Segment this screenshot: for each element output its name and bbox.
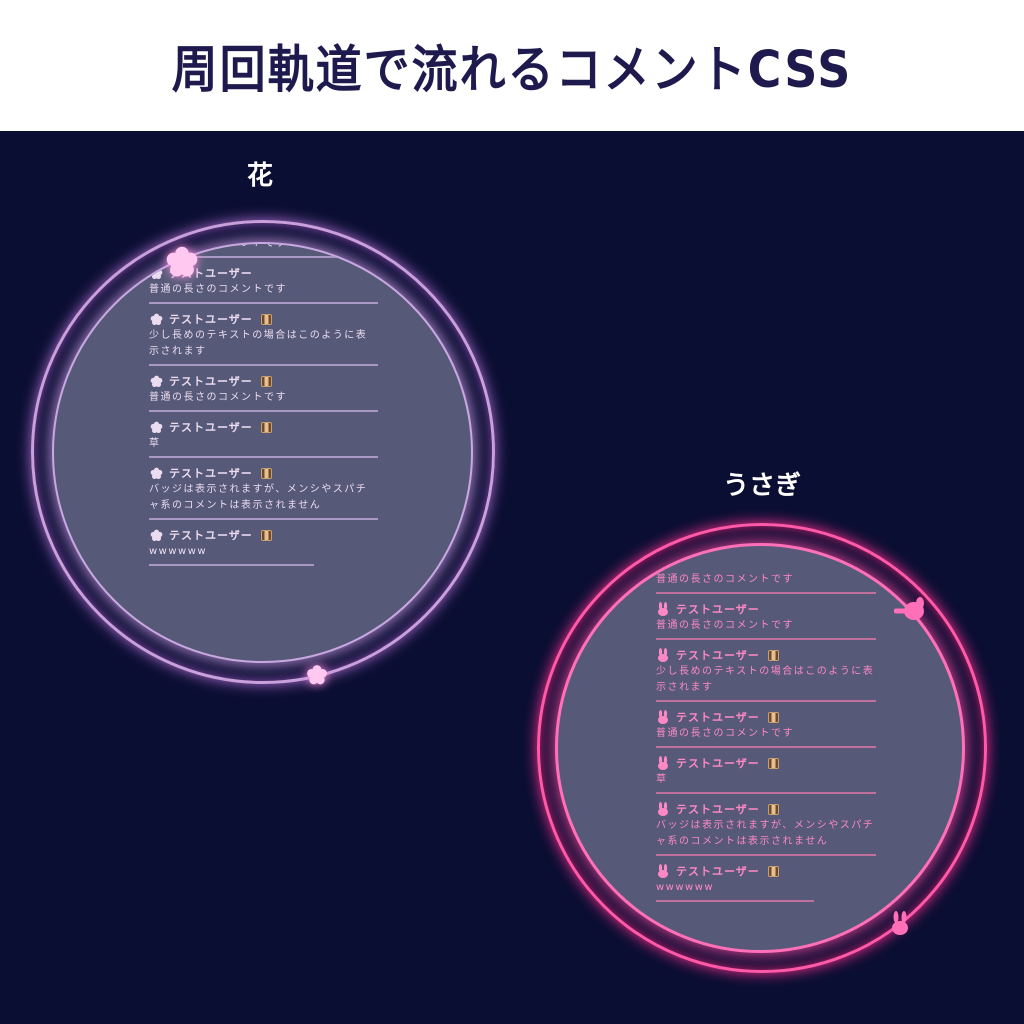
comment-text: wwwwww (656, 882, 715, 893)
comment-item: 普通の長さのコメントです (656, 566, 876, 594)
comment-username: テストユーザー (676, 865, 760, 878)
comment-header: テストユーザー (149, 418, 378, 436)
comment-text: 草 (149, 438, 161, 449)
comment-disc-flower: 普通の長さのコメントですテストユーザー普通の長さのコメントですテストユーザー少し… (52, 242, 473, 663)
comment-username: テストユーザー (676, 803, 760, 816)
comment-header: テストユーザー (149, 526, 314, 544)
member-badge-icon (767, 649, 779, 661)
member-badge-icon (260, 467, 272, 479)
rabbit-icon (656, 864, 670, 878)
comment-item: テストユーザー少し長めのテキストの場合はこのように表示されます (149, 304, 378, 366)
member-badge-icon (260, 421, 272, 433)
header: 周回軌道で流れるコメントCSS (0, 0, 1024, 131)
flower-icon (149, 266, 163, 280)
rabbit-icon (656, 602, 670, 616)
comment-text: 少し長めのテキストの場合はこのように表示されます (656, 666, 875, 693)
comment-header: テストユーザー (656, 800, 876, 818)
comment-username: テストユーザー (676, 757, 760, 770)
panel-label-rabbit: うさぎ (722, 471, 801, 501)
member-badge-icon (767, 757, 779, 769)
panel-label-flower: 花 (246, 161, 273, 191)
flower-icon (149, 466, 163, 480)
rabbit-icon (656, 710, 670, 724)
comment-text: 普通の長さのコメントです (149, 284, 287, 295)
comment-text: 普通の長さのコメントです (656, 620, 794, 631)
comment-text: wwwwww (149, 546, 208, 557)
rabbit-icon (894, 597, 928, 625)
comment-username: テストユーザー (169, 529, 253, 542)
comment-text: 普通の長さのコメントです (656, 574, 794, 585)
flower-icon (149, 420, 163, 434)
flower-icon (304, 662, 330, 688)
member-badge-icon (767, 803, 779, 815)
comment-text: 普通の長さのコメントです (656, 728, 794, 739)
comment-text: 普通の長さのコメントです (149, 392, 287, 403)
comment-username: テストユーザー (676, 603, 760, 616)
comment-header: テストユーザー (149, 464, 378, 482)
comment-username: テストユーザー (676, 711, 760, 724)
orbit-ring-rabbit (537, 523, 987, 973)
flower-icon (149, 312, 163, 326)
comment-username: テストユーザー (169, 421, 253, 434)
comment-item: テストユーザー草 (149, 412, 378, 458)
comment-item: 普通の長さのコメントです (149, 242, 378, 258)
flower-icon (149, 528, 163, 542)
comment-username: テストユーザー (169, 313, 253, 326)
flower-icon (149, 374, 163, 388)
comment-username: テストユーザー (169, 375, 253, 388)
rabbit-icon (656, 802, 670, 816)
comment-header: テストユーザー (656, 862, 814, 880)
page-title: 周回軌道で流れるコメントCSS (171, 39, 853, 99)
member-badge-icon (767, 865, 779, 877)
member-badge-icon (260, 375, 272, 387)
comment-username: テストユーザー (676, 649, 760, 662)
member-badge-icon (767, 711, 779, 723)
comment-item: テストユーザー普通の長さのコメントです (149, 366, 378, 412)
comment-item: テストユーザーバッジは表示されますが、メンシやスパチャ系のコメントは表示されませ… (656, 794, 876, 856)
comment-list-rabbit: 普通の長さのコメントですテストユーザー普通の長さのコメントですテストユーザー少し… (656, 566, 876, 902)
member-badge-icon (260, 313, 272, 325)
comment-item: テストユーザーバッジは表示されますが、メンシやスパチャ系のコメントは表示されませ… (149, 458, 378, 520)
comment-header: テストユーザー (149, 372, 378, 390)
comment-text: 少し長めのテキストの場合はこのように表示されます (149, 330, 368, 357)
member-badge-icon (260, 529, 272, 541)
comment-header: テストユーザー (149, 310, 378, 328)
comment-header: テストユーザー (656, 754, 876, 772)
rabbit-icon (888, 910, 912, 936)
comment-text: 草 (656, 774, 668, 785)
comment-item: テストユーザー wwwwww (149, 520, 314, 566)
orbit-ring-flower (31, 220, 495, 684)
comment-item: テストユーザー普通の長さのコメントです (656, 594, 876, 640)
rabbit-icon (656, 648, 670, 662)
comment-text: 普通の長さのコメントです (149, 242, 287, 249)
comment-header: テストユーザー (656, 646, 876, 664)
comment-header: テストユーザー (656, 708, 876, 726)
flower-icon (164, 244, 200, 280)
comment-text: バッジは表示されますが、メンシやスパチャ系のコメントは表示されません (149, 484, 368, 511)
comment-item: テストユーザー草 (656, 748, 876, 794)
comment-text: バッジは表示されますが、メンシやスパチャ系のコメントは表示されません (656, 820, 875, 847)
comment-item: テストユーザー少し長めのテキストの場合はこのように表示されます (656, 640, 876, 702)
comment-header: テストユーザー (656, 600, 876, 618)
rabbit-icon (656, 756, 670, 770)
comment-item: テストユーザー wwwwww (656, 856, 815, 902)
comment-item: テストユーザー普通の長さのコメントです (656, 702, 876, 748)
comment-disc-rabbit: 普通の長さのコメントですテストユーザー普通の長さのコメントですテストユーザー少し… (555, 543, 965, 953)
comment-username: テストユーザー (169, 467, 253, 480)
comment-list-flower: 普通の長さのコメントですテストユーザー普通の長さのコメントですテストユーザー少し… (149, 242, 378, 566)
